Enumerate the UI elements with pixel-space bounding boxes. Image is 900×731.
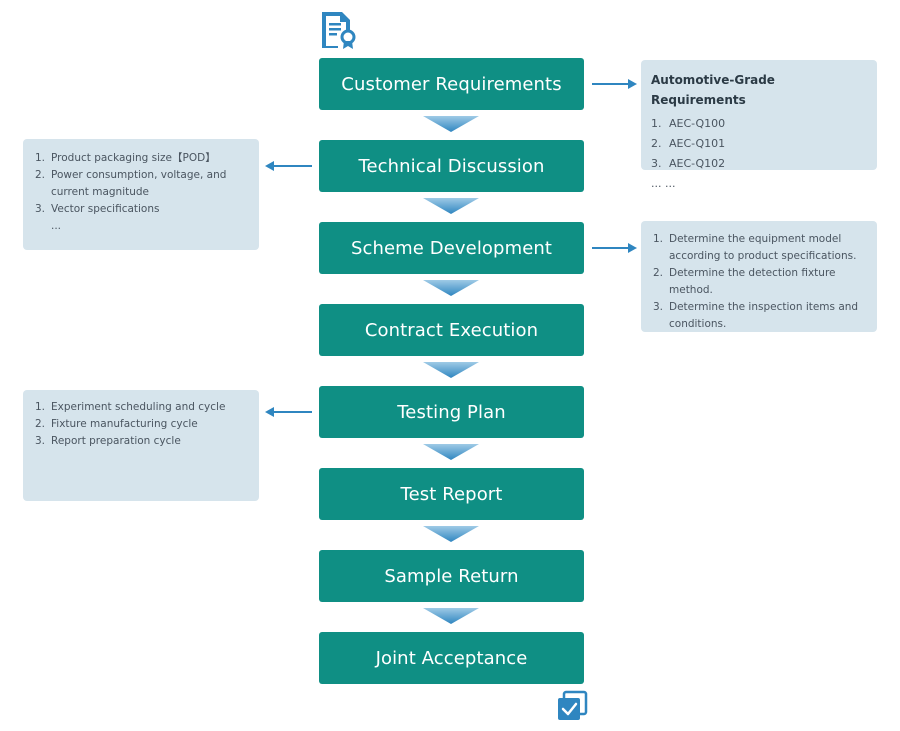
step-customer-requirements: Customer Requirements [319,58,584,110]
step-contract-execution: Contract Execution [319,304,584,356]
right-arrow-icon [592,243,637,253]
list-item: 1.Determine the equipment model accordin… [653,233,857,262]
down-arrow-icon [423,362,479,378]
document-certificate-icon [322,12,356,49]
down-arrow-icon [423,280,479,296]
list-item: 3.Report preparation cycle [35,435,181,447]
step-scheme-development: Scheme Development [319,222,584,274]
down-arrow-icon [423,198,479,214]
down-arrow-icon [423,444,479,460]
list-item: 3.Determine the inspection items and con… [653,301,859,330]
technical-discussion-note: 1.Product packaging size【POD】 2.Power co… [23,139,259,250]
note-ellipsis: ... ... [651,177,676,190]
checked-stack-icon [558,690,588,720]
automotive-requirements-note: Automotive-Grade Requirements 1.AEC-Q100… [641,60,877,190]
down-arrow-icon [423,608,479,624]
note-title: Automotive-Grade Requirements [651,73,775,107]
down-arrow-icon [423,526,479,542]
testing-plan-note: 1.Experiment scheduling and cycle 2.Fixt… [23,390,259,501]
step-technical-discussion: Technical Discussion [319,140,584,192]
scheme-development-note: 1.Determine the equipment model accordin… [641,221,877,332]
list-item: 2.AEC-Q101 [651,137,726,150]
step-joint-acceptance: Joint Acceptance [319,632,584,684]
right-arrow-icon [592,79,637,89]
list-item: 1.AEC-Q100 [651,117,726,130]
step-testing-plan: Testing Plan [319,386,584,438]
list-item: 2.Power consumption, voltage, and curren… [35,169,227,198]
list-item: 2.Fixture manufacturing cycle [35,418,198,430]
list-item: 3.AEC-Q102 [651,157,726,170]
step-test-report: Test Report [319,468,584,520]
step-sample-return: Sample Return [319,550,584,602]
list-item: 2.Determine the detection fixture method… [653,267,836,296]
list-item: 3.Vector specifications [35,203,160,215]
list-item: 1.Product packaging size【POD】 [35,152,216,164]
list-item: 1.Experiment scheduling and cycle [35,401,226,413]
down-arrow-icon [423,116,479,132]
left-arrow-icon [265,407,312,417]
note-ellipsis: ... [51,220,62,232]
left-arrow-icon [265,161,312,171]
